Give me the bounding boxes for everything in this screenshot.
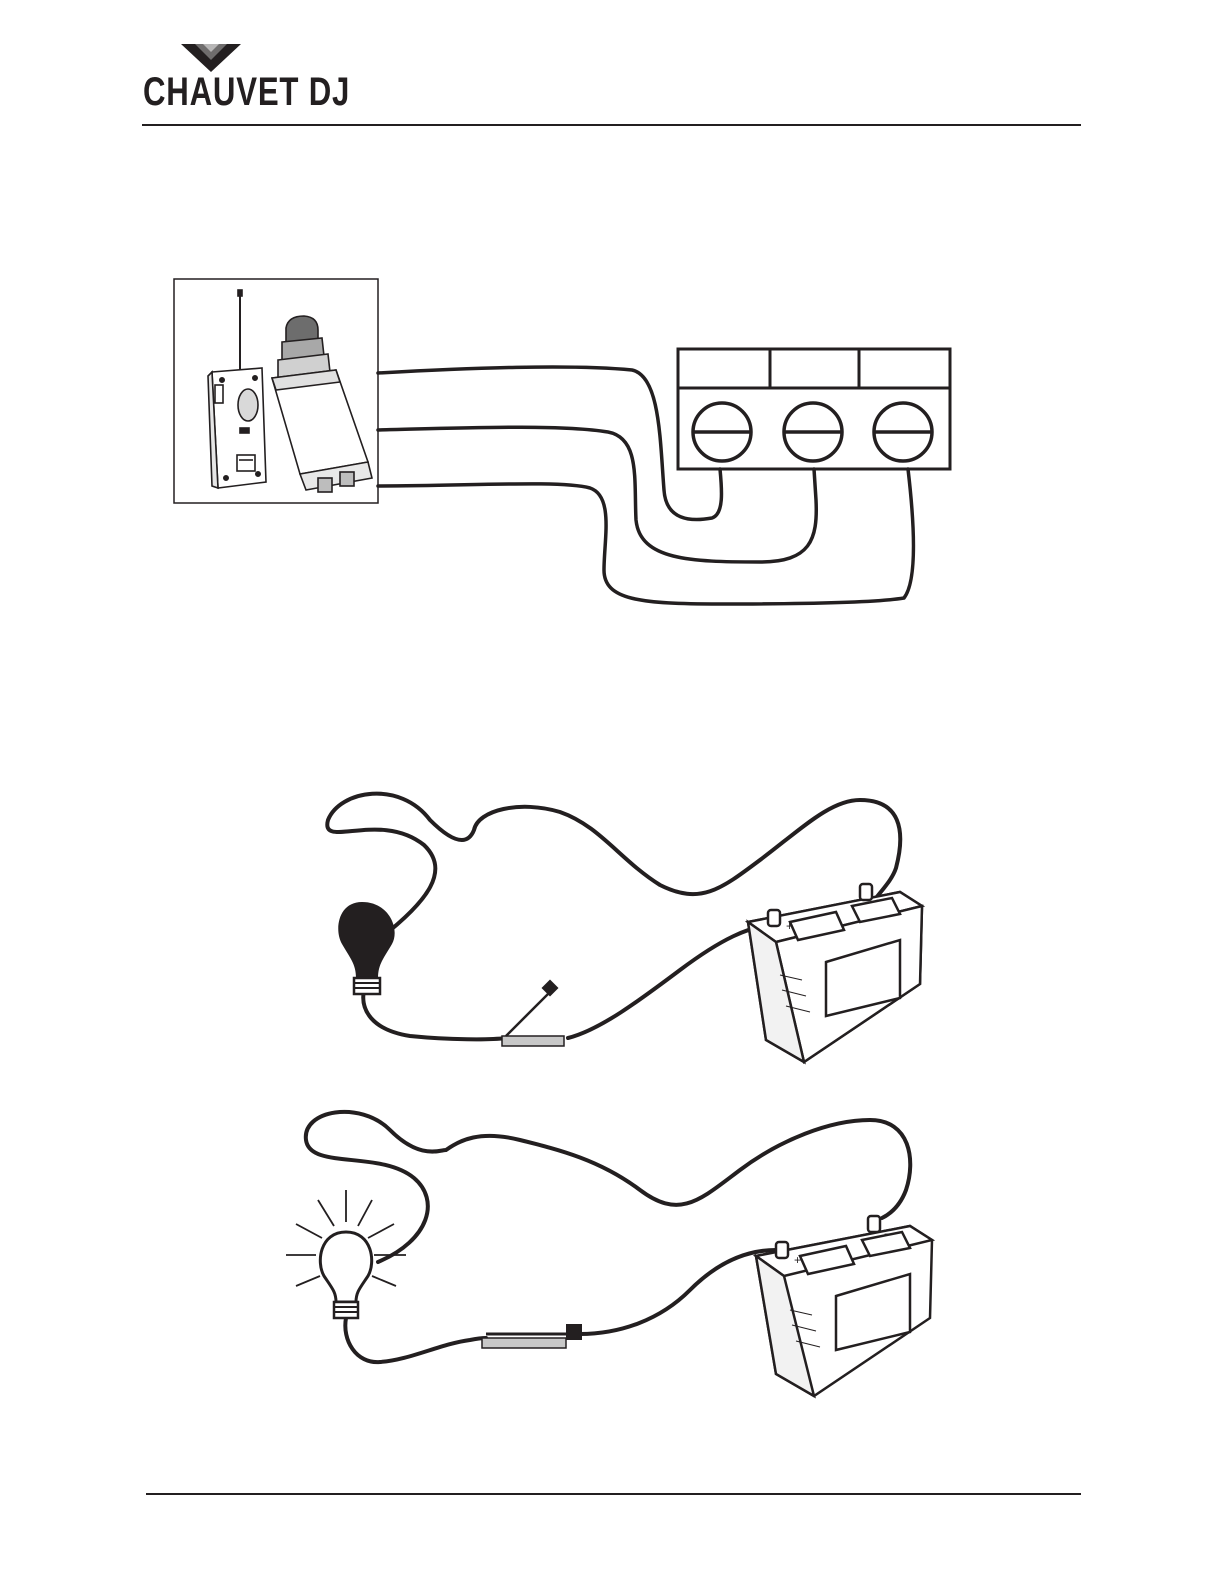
svg-text:−: −: [884, 1227, 891, 1241]
svg-text:−: −: [876, 893, 883, 907]
svg-text:+: +: [794, 1253, 801, 1267]
wire-1: [378, 367, 722, 520]
bulb-off-icon: [338, 902, 394, 994]
circuit-open-wire-left: [363, 990, 506, 1039]
circuit-open-wire-right: [568, 925, 776, 1038]
circuit-closed-wire-right: [580, 1250, 776, 1334]
circuit-closed-wire-top: [306, 1112, 910, 1262]
svg-text:+: +: [786, 919, 793, 933]
terminal-screw-3: [874, 403, 932, 461]
terminal-block: [678, 349, 950, 469]
footer-rule: [146, 1493, 1081, 1495]
bulb-lit-icon: [286, 1190, 406, 1318]
circuit-open: + −: [327, 794, 922, 1062]
wire-3: [378, 469, 914, 604]
terminal-screw-1: [693, 403, 751, 461]
knife-switch-open-icon: [502, 980, 564, 1046]
car-battery-icon: + −: [748, 884, 922, 1062]
circuit-closed: + −: [286, 1112, 932, 1396]
circuit-closed-wire-left: [345, 1318, 486, 1362]
terminal-screw-2: [784, 403, 842, 461]
wiring-diagram: [174, 279, 950, 604]
car-battery-icon: + −: [756, 1216, 932, 1396]
knife-switch-closed-icon: [482, 1324, 582, 1348]
